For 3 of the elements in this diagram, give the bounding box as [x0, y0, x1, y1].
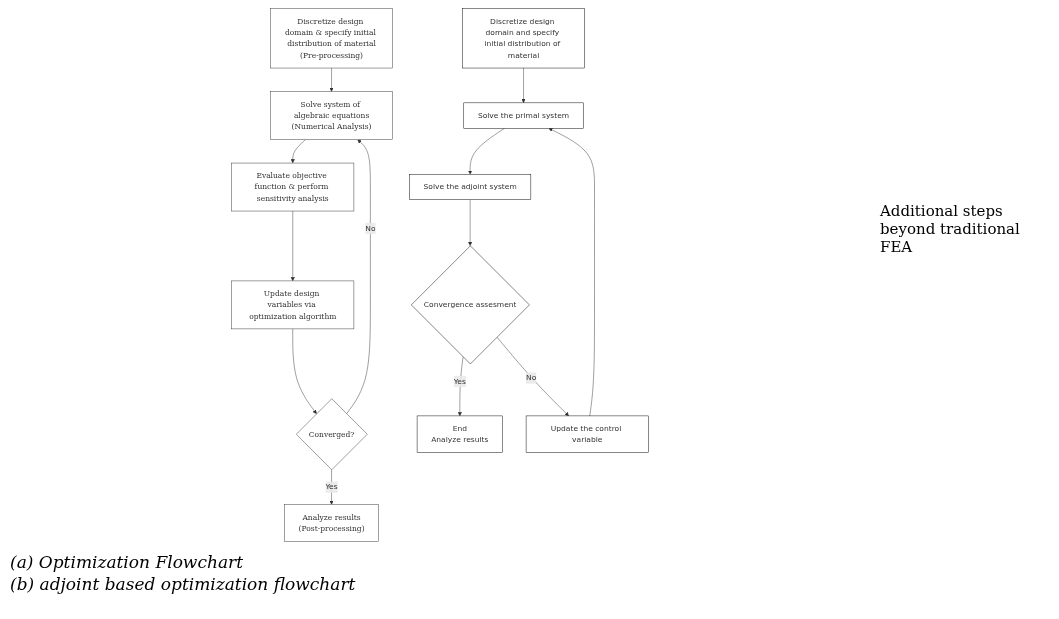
figure-caption: (a) Optimization Flowchart	[10, 552, 244, 572]
figure-caption: (b) adjoint based optimization flowchart	[10, 574, 357, 594]
bracket-note: Additional steps beyond traditional FEA	[880, 202, 1021, 256]
